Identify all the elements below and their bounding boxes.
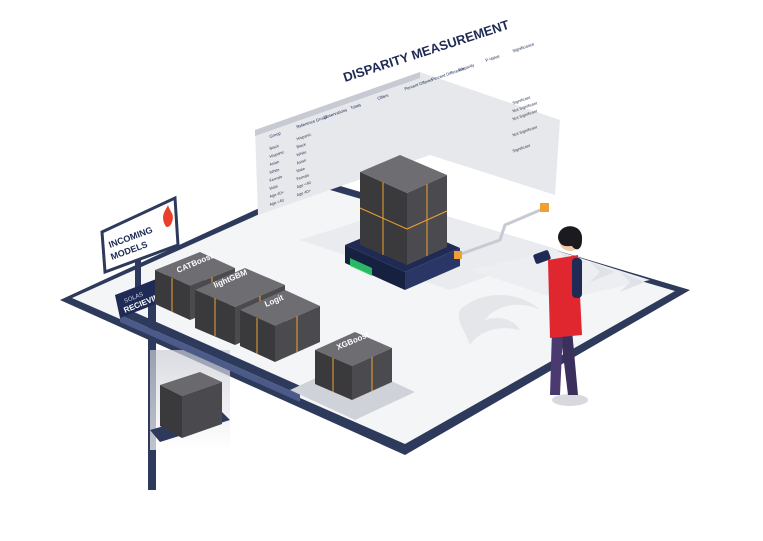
central-scanner-pallet (345, 155, 460, 290)
table-cell: Asian (269, 159, 280, 167)
tablet-icon (533, 250, 551, 264)
table-header-cell: Significance (512, 41, 536, 53)
table-cell: Female (269, 174, 284, 183)
table-cell: Age 40+ (269, 189, 285, 199)
table-header-cell: Group (269, 130, 282, 139)
table-header-cell: P-Value (485, 53, 501, 63)
worker-figure (533, 226, 588, 406)
table-header-cell: Offers (377, 93, 389, 101)
watermark-logo (458, 295, 540, 345)
logit-pallet: Logit (240, 290, 320, 362)
table-cell: Hispanic (269, 149, 285, 159)
table-cell: Black (296, 142, 307, 150)
flame-icon (163, 205, 173, 227)
table-cell: Male (269, 183, 280, 191)
incoming-models-sign: INCOMING MODELS (100, 195, 180, 310)
data-cable (454, 203, 549, 259)
table-cell: Age 40+ (296, 188, 312, 198)
table-cell: Age <40 (296, 180, 313, 190)
table-cell: Asian (296, 157, 307, 165)
table-significance-cell: Significant (512, 142, 532, 153)
conveyor-belt (120, 308, 305, 402)
table-cell: Age <40 (269, 197, 286, 207)
table-header-cell: Disparity (458, 62, 476, 72)
table-cell: Hispanic (296, 132, 312, 142)
table-cell: Black (269, 143, 280, 151)
table-header-cell: Totals (350, 102, 362, 110)
table-cell: Female (296, 172, 311, 181)
table-cell: White (296, 149, 308, 157)
storage-rack (148, 300, 230, 490)
table-cell: White (269, 167, 281, 175)
table-cell: Male (296, 166, 307, 174)
rack-box-stack (160, 372, 222, 438)
table-significance-cell: Significant (512, 94, 532, 105)
